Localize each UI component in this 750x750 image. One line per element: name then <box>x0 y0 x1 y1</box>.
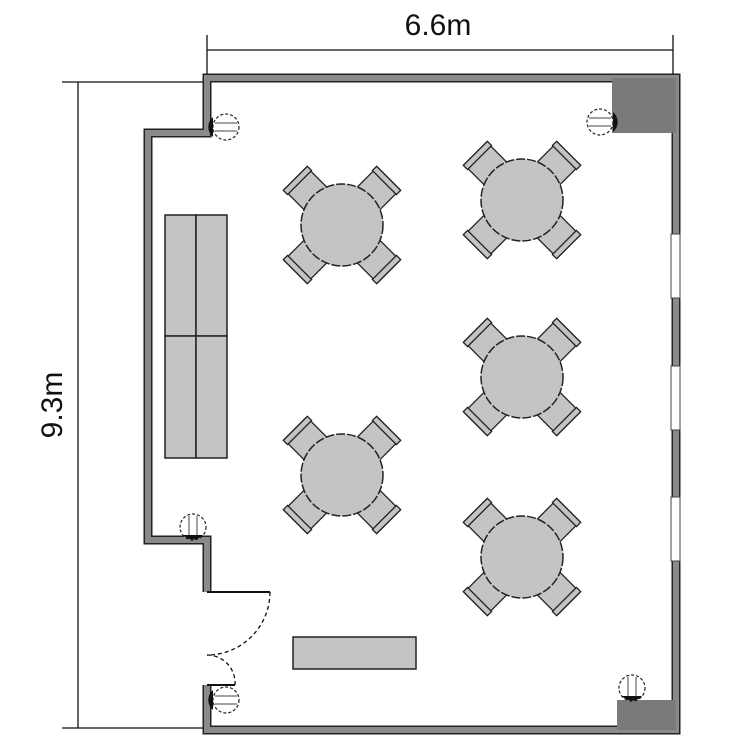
width-label: 6.6m <box>405 9 472 42</box>
window <box>670 233 681 299</box>
chair <box>535 317 582 364</box>
round-table <box>300 433 384 517</box>
chair <box>535 497 582 544</box>
chair <box>355 238 402 285</box>
chair <box>355 415 402 462</box>
round-table <box>300 183 384 267</box>
window <box>670 365 681 431</box>
table-set <box>282 415 402 535</box>
table-set <box>462 497 582 617</box>
entrance-door[interactable] <box>206 591 271 686</box>
chair <box>462 390 509 437</box>
walls <box>143 73 681 735</box>
wall-light-icon <box>208 113 240 141</box>
chair <box>462 213 509 260</box>
column-bottom-right <box>617 700 676 730</box>
round-table <box>480 515 564 599</box>
tables <box>282 140 582 617</box>
table-set <box>282 165 402 285</box>
chair <box>282 415 329 462</box>
chair <box>535 140 582 187</box>
wall-light-icon <box>586 108 618 136</box>
table-set <box>462 140 582 260</box>
window <box>670 496 681 562</box>
wall-light-icon <box>208 686 240 714</box>
bench <box>292 636 417 670</box>
windows <box>670 233 681 562</box>
chair <box>462 570 509 617</box>
sofa <box>164 214 228 459</box>
wall-light-icon <box>179 513 207 541</box>
width-dimension <box>206 35 674 78</box>
table-set <box>462 317 582 437</box>
height-dimension <box>62 81 207 729</box>
wall-light-icon <box>618 674 646 702</box>
round-table <box>480 335 564 419</box>
height-label: 9.3m <box>36 372 69 439</box>
chair <box>462 497 509 544</box>
lights <box>179 108 646 714</box>
column-top-right <box>612 78 676 133</box>
round-table <box>480 158 564 242</box>
chair <box>535 213 582 260</box>
